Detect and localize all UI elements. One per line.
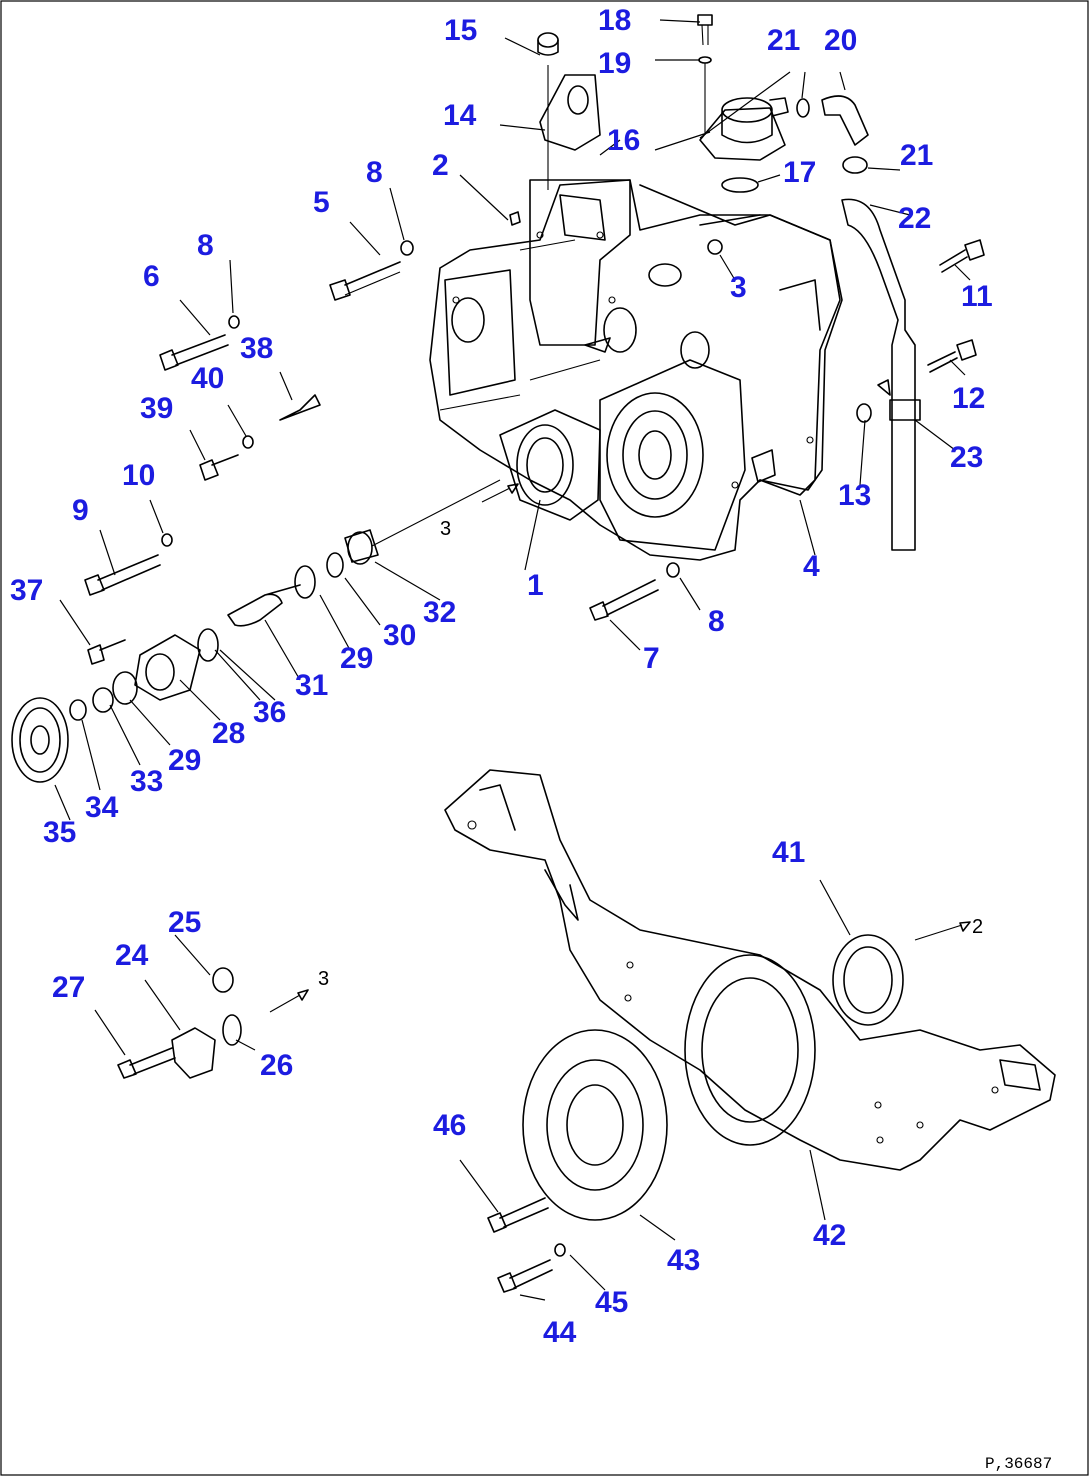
part-label: 13 [838,479,871,512]
part-label: 31 [295,669,328,702]
part-label: 29 [340,642,373,675]
part-label: 19 [598,47,631,80]
part-label: 26 [260,1049,293,1082]
part-label: 10 [122,459,155,492]
part-label: 23 [950,441,983,474]
part-label: 38 [240,332,273,365]
part-label: 33 [130,765,163,798]
part-label: 8 [197,229,214,262]
part-label: 20 [824,24,857,57]
part-number-labels: 1 2 3 4 5 6 7 8 8 8 9 10 11 12 13 14 15 … [10,4,993,1349]
breather-cover-group [537,14,789,193]
part-label: 32 [423,596,456,629]
part-label: 24 [115,939,149,972]
part-label: 22 [898,202,931,235]
part-label: 21 [767,24,800,57]
part-label: 43 [667,1244,700,1277]
part-label: 27 [52,971,85,1004]
part-label: 37 [10,574,43,607]
part-label: 44 [543,1316,577,1349]
part-label: 11 [961,280,993,313]
part-label: 15 [444,14,477,47]
part-label: 3 [730,271,747,304]
part-label: 40 [191,362,224,395]
arrow-mark-label: 3 [440,518,451,540]
part-label: 8 [366,156,383,189]
flange-group [487,1029,668,1293]
part-label: 45 [595,1286,628,1319]
part-label: 42 [813,1219,846,1252]
part-label: 9 [72,494,89,527]
part-label: 29 [168,744,201,777]
part-label: 18 [598,4,631,37]
arrow-mark-label: 2 [972,916,983,938]
part-label: 46 [433,1109,466,1142]
gear-case-housing [429,179,843,561]
breather-hose-group [796,95,921,551]
part-label: 28 [212,717,245,750]
part-label: 39 [140,392,173,425]
part-label: 1 [527,569,544,602]
part-label: 6 [143,260,160,293]
part-label: 21 [900,139,933,172]
part-label: 17 [783,156,816,189]
drawing-code: P,36687 [985,1455,1052,1473]
mounting-frame [444,769,1056,1171]
part-label: 34 [85,791,119,824]
part-label: 12 [952,382,985,415]
part-label: 14 [443,99,477,132]
part-label: 4 [803,550,820,583]
part-label: 2 [432,149,449,182]
bolt-set [84,239,985,621]
part-label: 36 [253,696,286,729]
part-label: 5 [313,186,330,219]
part-label: 30 [383,619,416,652]
part-label: 25 [168,906,201,939]
part-label: 7 [643,642,660,675]
part-label: 16 [607,124,640,157]
leader-lines [54,19,971,1301]
part-label: 35 [43,816,76,849]
part-label: 8 [708,605,725,638]
direction-arrows: 3 3 2 [269,479,983,1013]
arrow-mark-label: 3 [318,968,329,990]
part-label: 41 [772,836,805,869]
fitting-group [117,967,242,1079]
